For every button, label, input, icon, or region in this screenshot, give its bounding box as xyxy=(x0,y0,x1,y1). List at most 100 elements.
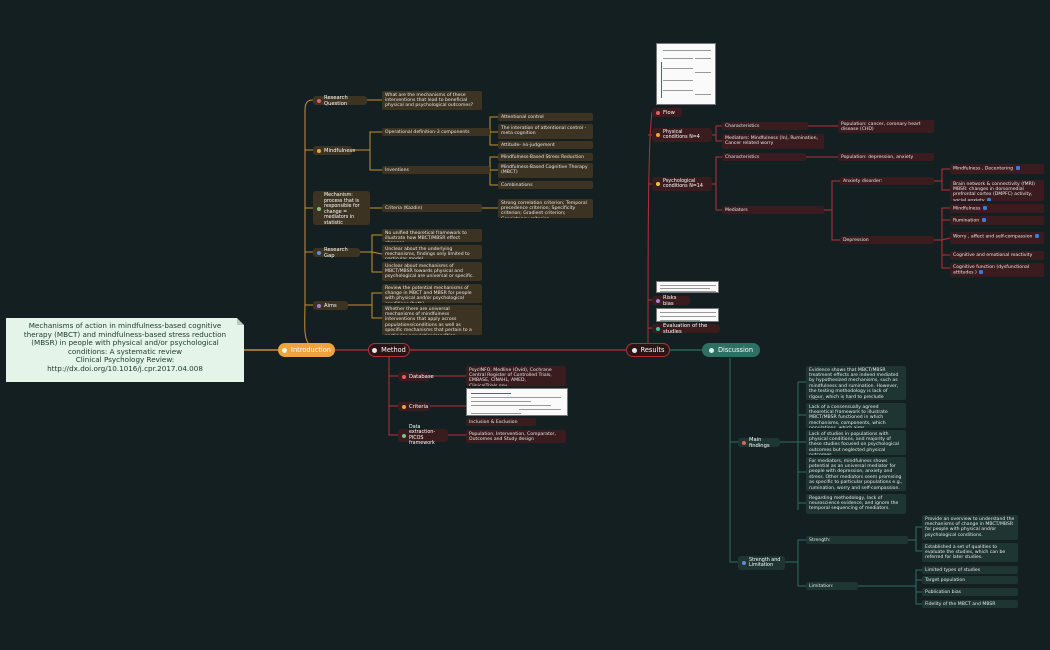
risks-bias-node[interactable]: Risks bias xyxy=(652,295,690,307)
criteria-kazdin-node[interactable]: Criteria (Kazdin) xyxy=(382,204,482,212)
node-label: Main findings xyxy=(749,436,770,449)
finding-item[interactable]: Evidence shows that MBCT/MBSR treatment … xyxy=(806,366,906,400)
anxiety-disorder-node[interactable]: Anxiety disorder: xyxy=(840,177,934,185)
depression-mediator-item[interactable]: Cognitive function (dysfunctional attitu… xyxy=(950,263,1044,277)
limitation-item[interactable]: Fidelity of the MBCT and MBSR xyxy=(922,600,1018,608)
interaction-node[interactable]: The interation of attentional control - … xyxy=(498,124,593,139)
discussion-topic[interactable]: Discussion xyxy=(702,343,760,357)
physical-conditions-node[interactable]: Physical conditions N=4 xyxy=(652,128,712,142)
central-line: conditions: A systematic review xyxy=(67,346,183,356)
node-label: Mindfulness xyxy=(324,147,355,154)
attentional-control-node[interactable]: Attentional control xyxy=(498,113,593,121)
introduction-topic[interactable]: Introduction xyxy=(278,343,335,357)
psychological-conditions-node[interactable]: Psychological conditions N=14 xyxy=(652,177,712,191)
limitation-node[interactable]: Limitation: xyxy=(806,582,858,590)
finding-item[interactable]: Regarding methodology, lack of neuroscie… xyxy=(806,494,906,514)
combinations-node[interactable]: Combinations xyxy=(498,181,593,189)
finding-item[interactable]: For mediators, mindfulness shows potenti… xyxy=(806,457,906,491)
physical-population-node[interactable]: Population: cancer, coronary heart disea… xyxy=(838,120,934,133)
data-extraction-node[interactable]: Data extraction-PICOS framework xyxy=(398,425,448,446)
database-node[interactable]: Database xyxy=(398,372,434,381)
node-label: Research Question xyxy=(324,94,348,107)
aims-node[interactable]: Aims xyxy=(313,301,348,310)
mbsr-node[interactable]: Mindfulness-Based Stress Reduction xyxy=(498,153,593,161)
anxiety-mediator-item[interactable]: Brain network & connectivity (fMRI) MBSR… xyxy=(950,180,1044,201)
item-label: Worry , affect and self-compassion xyxy=(953,234,1033,239)
risks-bias-image[interactable] xyxy=(656,281,719,293)
psychological-population-node[interactable]: Population: depression, anxiety xyxy=(838,153,934,161)
marker-icon xyxy=(402,374,406,379)
finding-item[interactable]: Lack of a consensually agreed theoretica… xyxy=(806,403,906,428)
mechanism-node[interactable]: Mechanism: process that is responsible f… xyxy=(313,191,370,226)
note-icon xyxy=(981,217,986,222)
node-label: Psychological conditions N=14 xyxy=(663,178,703,189)
note-icon xyxy=(987,197,992,201)
main-findings-node[interactable]: Main findings xyxy=(738,436,780,449)
item-label: Cognitive function (dysfunctional attitu… xyxy=(953,264,1030,276)
depression-mediator-item[interactable]: Rumination xyxy=(950,216,1044,225)
research-question-node[interactable]: Research Question xyxy=(313,94,367,107)
depression-mediator-item[interactable]: Cognitive and emotional reactivity xyxy=(950,251,1044,260)
attitude-node[interactable]: Attitude- no-judgement xyxy=(498,141,593,149)
introduction-label: Introduction xyxy=(291,346,331,354)
aim-item[interactable]: Whether there are universal mechanisms o… xyxy=(382,305,482,335)
marker-icon xyxy=(656,182,660,186)
database-text[interactable]: PsycINFO, Medline (Ovid), Cochrane Centr… xyxy=(466,366,566,386)
results-label: Results xyxy=(640,346,665,354)
mediators-node[interactable]: Mediators xyxy=(722,206,824,214)
strength-item[interactable]: Established a set of qualities to evalua… xyxy=(922,543,1018,562)
finding-item[interactable]: Lack of studies in populations with phys… xyxy=(806,430,906,455)
evaluation-table-image[interactable] xyxy=(656,308,719,322)
limitation-item[interactable]: Target population xyxy=(922,576,1018,584)
criteria-table-image[interactable] xyxy=(466,388,568,416)
aim-item[interactable]: Review the potential mechanisms of chang… xyxy=(382,284,482,303)
marker-icon xyxy=(317,250,321,255)
criteria-node[interactable]: Criteria xyxy=(398,402,430,411)
marker-icon xyxy=(656,133,660,137)
gap-item[interactable]: Unclear about mechanisms of MBCT/MBSR to… xyxy=(382,262,482,281)
strength-node[interactable]: Strength: xyxy=(806,536,908,544)
central-line: therapy (MBCT) and mindfulness-based str… xyxy=(23,329,227,339)
central-topic[interactable]: Mechanisms of action in mindfulness-base… xyxy=(6,318,244,382)
mindfulness-node[interactable]: Mindfulness xyxy=(313,146,355,155)
topic-icon xyxy=(631,347,637,353)
evaluation-node[interactable]: Evaluation of the studies xyxy=(652,323,720,335)
mbct-node[interactable]: Mindfulness-Based Cognitive Therapy (MBC… xyxy=(498,163,593,178)
central-line: http://dx.doi.org/10.1016/j.cpr.2017.04.… xyxy=(47,363,203,373)
physical-characteristics-node[interactable]: Characteristics xyxy=(722,122,808,130)
strength-item[interactable]: Provide an overview to understand the me… xyxy=(922,515,1018,540)
marker-icon xyxy=(742,561,746,565)
node-label: Database xyxy=(409,373,434,380)
operational-definition-node[interactable]: Operational definition-3 components xyxy=(382,128,490,136)
research-question-text[interactable]: What are the mechanisms of these interve… xyxy=(382,91,482,110)
method-topic[interactable]: Method xyxy=(368,343,410,357)
inclusion-exclusion-node[interactable]: Inclusion & Exclusion xyxy=(466,418,536,426)
gap-item[interactable]: No unified theoretical framework to illu… xyxy=(382,229,482,242)
topic-icon xyxy=(372,347,378,353)
criteria-text-node[interactable]: Strong correlation criterion; Temporal p… xyxy=(498,199,593,218)
gap-item[interactable]: Unclear about the underlying mechanisms,… xyxy=(382,245,482,259)
flow-node[interactable]: Flow xyxy=(652,108,682,117)
item-label: Mindfulness , Decentering xyxy=(953,166,1014,171)
depression-mediator-item[interactable]: Mindfulness xyxy=(950,204,1044,213)
node-label: Data extraction-PICOS framework xyxy=(409,424,436,446)
psychological-characteristics-node[interactable]: Characteristics xyxy=(722,153,806,161)
flow-diagram-image[interactable] xyxy=(656,43,716,105)
strength-limitation-node[interactable]: Strength and Limitation xyxy=(738,556,785,570)
picos-text[interactable]: Population, Intervention, Comparator, Ou… xyxy=(466,430,566,443)
note-icon xyxy=(982,205,987,210)
inventions-node[interactable]: Inventions xyxy=(382,166,490,174)
limitation-item[interactable]: Limited types of studies xyxy=(922,566,1018,574)
research-gap-node[interactable]: Research Gap xyxy=(313,247,360,259)
depression-mediator-item[interactable]: Worry , affect and self-compassion xyxy=(950,232,1044,244)
physical-mediators-node[interactable]: Mediators: Mindfulness (In), Rumination,… xyxy=(722,134,824,149)
central-line: (MBSR) in people with physical and/or ps… xyxy=(31,338,219,348)
anxiety-mediator-item[interactable]: Mindfulness , Decentering xyxy=(950,164,1044,174)
node-label: Strength and Limitation xyxy=(749,557,781,568)
results-topic[interactable]: Results xyxy=(626,343,670,357)
method-label: Method xyxy=(381,346,406,354)
marker-icon xyxy=(656,326,660,331)
limitation-item[interactable]: Publication bias xyxy=(922,588,1018,596)
marker-icon xyxy=(402,433,406,438)
depression-node[interactable]: Depression xyxy=(840,236,934,244)
